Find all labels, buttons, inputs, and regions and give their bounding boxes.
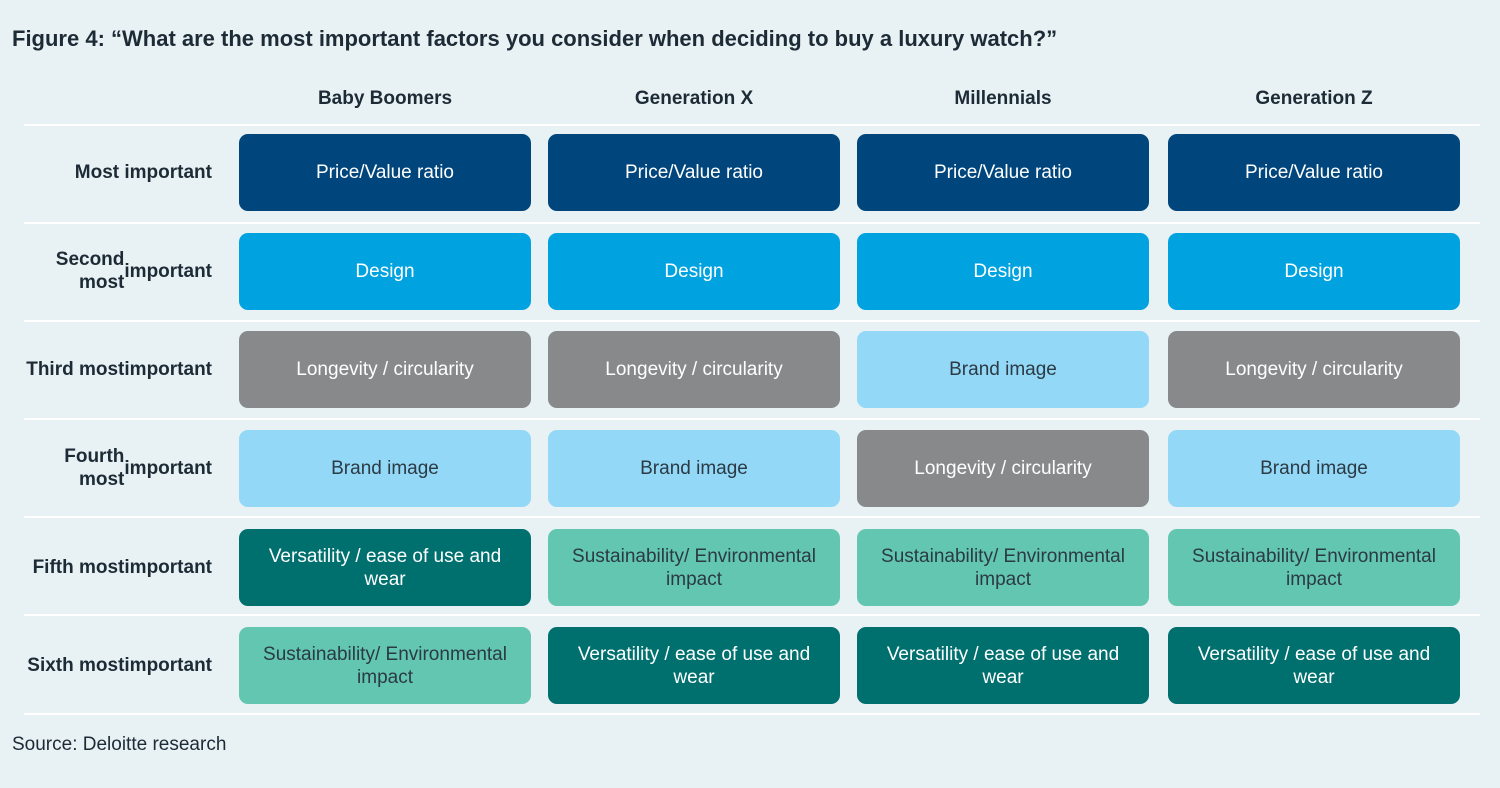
row-label: Most important <box>74 161 212 183</box>
factor-cell: Price/Value ratio <box>548 134 840 211</box>
source-note: Source: Deloitte research <box>12 734 227 755</box>
column-header: Generation X <box>634 88 754 109</box>
factor-cell: Design <box>857 233 1149 310</box>
factor-cell: Longevity / circularity <box>1168 331 1460 408</box>
factor-cell: Longevity / circularity <box>548 331 840 408</box>
factor-cell: Versatility / ease of use and wear <box>548 627 840 704</box>
factor-cell: Sustainability/ Environmental impact <box>548 529 840 606</box>
factor-cell: Sustainability/ Environmental impact <box>857 529 1149 606</box>
factor-cell: Longevity / circularity <box>857 430 1149 507</box>
factor-cell: Brand image <box>1168 430 1460 507</box>
row-divider <box>24 713 1480 715</box>
factor-cell: Design <box>1168 233 1460 310</box>
row-divider <box>24 418 1480 420</box>
row-divider <box>24 516 1480 518</box>
row-divider <box>24 124 1480 126</box>
factor-cell: Price/Value ratio <box>1168 134 1460 211</box>
factor-cell: Sustainability/ Environmental impact <box>239 627 531 704</box>
factor-cell: Brand image <box>857 331 1149 408</box>
factor-cell: Longevity / circularity <box>239 331 531 408</box>
factor-cell: Brand image <box>239 430 531 507</box>
column-header: Baby Boomers <box>317 88 453 109</box>
factor-cell: Versatility / ease of use and wear <box>1168 627 1460 704</box>
column-header: Millennials <box>954 88 1052 109</box>
factor-cell: Design <box>548 233 840 310</box>
factor-cell: Price/Value ratio <box>239 134 531 211</box>
row-divider <box>24 320 1480 322</box>
chart-title: Figure 4: “What are the most important f… <box>12 26 1058 51</box>
column-header: Generation Z <box>1255 88 1373 109</box>
factor-cell: Versatility / ease of use and wear <box>239 529 531 606</box>
factor-cell: Price/Value ratio <box>857 134 1149 211</box>
factor-cell: Versatility / ease of use and wear <box>857 627 1149 704</box>
factor-cell: Brand image <box>548 430 840 507</box>
factor-cell: Design <box>239 233 531 310</box>
row-divider <box>24 222 1480 224</box>
factor-cell: Sustainability/ Environmental impact <box>1168 529 1460 606</box>
row-divider <box>24 614 1480 616</box>
